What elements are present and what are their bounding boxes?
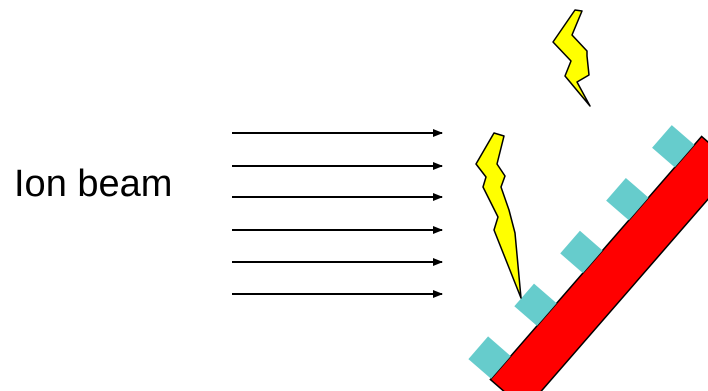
red-substrate [489, 135, 708, 391]
lightning-bolt-icon [475, 132, 522, 299]
mask-block [652, 125, 695, 168]
tilted-sample [468, 125, 708, 391]
ion-beam-label: Ion beam [14, 163, 172, 205]
lightning-bolt-icon [552, 9, 591, 107]
mask-block [560, 230, 603, 274]
mask-block [468, 336, 511, 379]
ion-beam-arrows [232, 129, 443, 298]
mask-block [514, 283, 557, 326]
mask-block [606, 177, 649, 221]
